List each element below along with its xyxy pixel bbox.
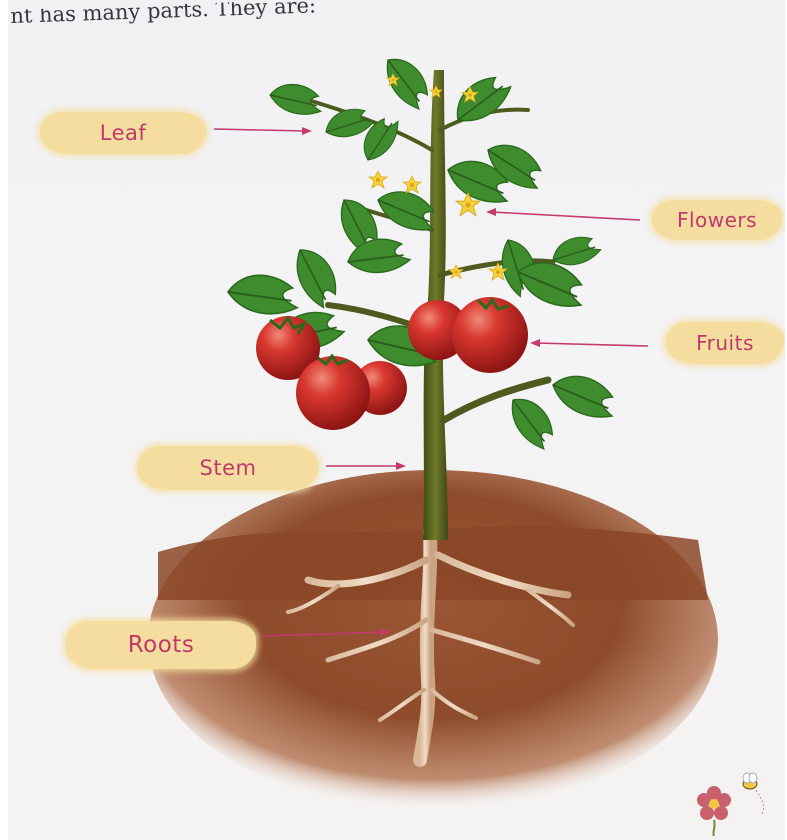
fruits-arrow (536, 343, 648, 346)
flowers-arrow-head (486, 208, 496, 216)
leaf-label: Leaf (40, 112, 206, 154)
leaf-arrow (214, 129, 306, 131)
stem-arrow-head (396, 462, 406, 470)
roots-label: Roots (66, 621, 256, 669)
leaf-arrow-head (302, 127, 312, 135)
fruits-arrow-head (530, 339, 540, 347)
flowers-arrow (492, 212, 640, 220)
flower-bee-icon (692, 770, 772, 836)
flowers-label: Flowers (652, 200, 782, 240)
fruits-label: Fruits (666, 322, 784, 364)
textbook-page: nt has many parts. They are: (8, 0, 785, 840)
stem-label: Stem (138, 446, 318, 490)
